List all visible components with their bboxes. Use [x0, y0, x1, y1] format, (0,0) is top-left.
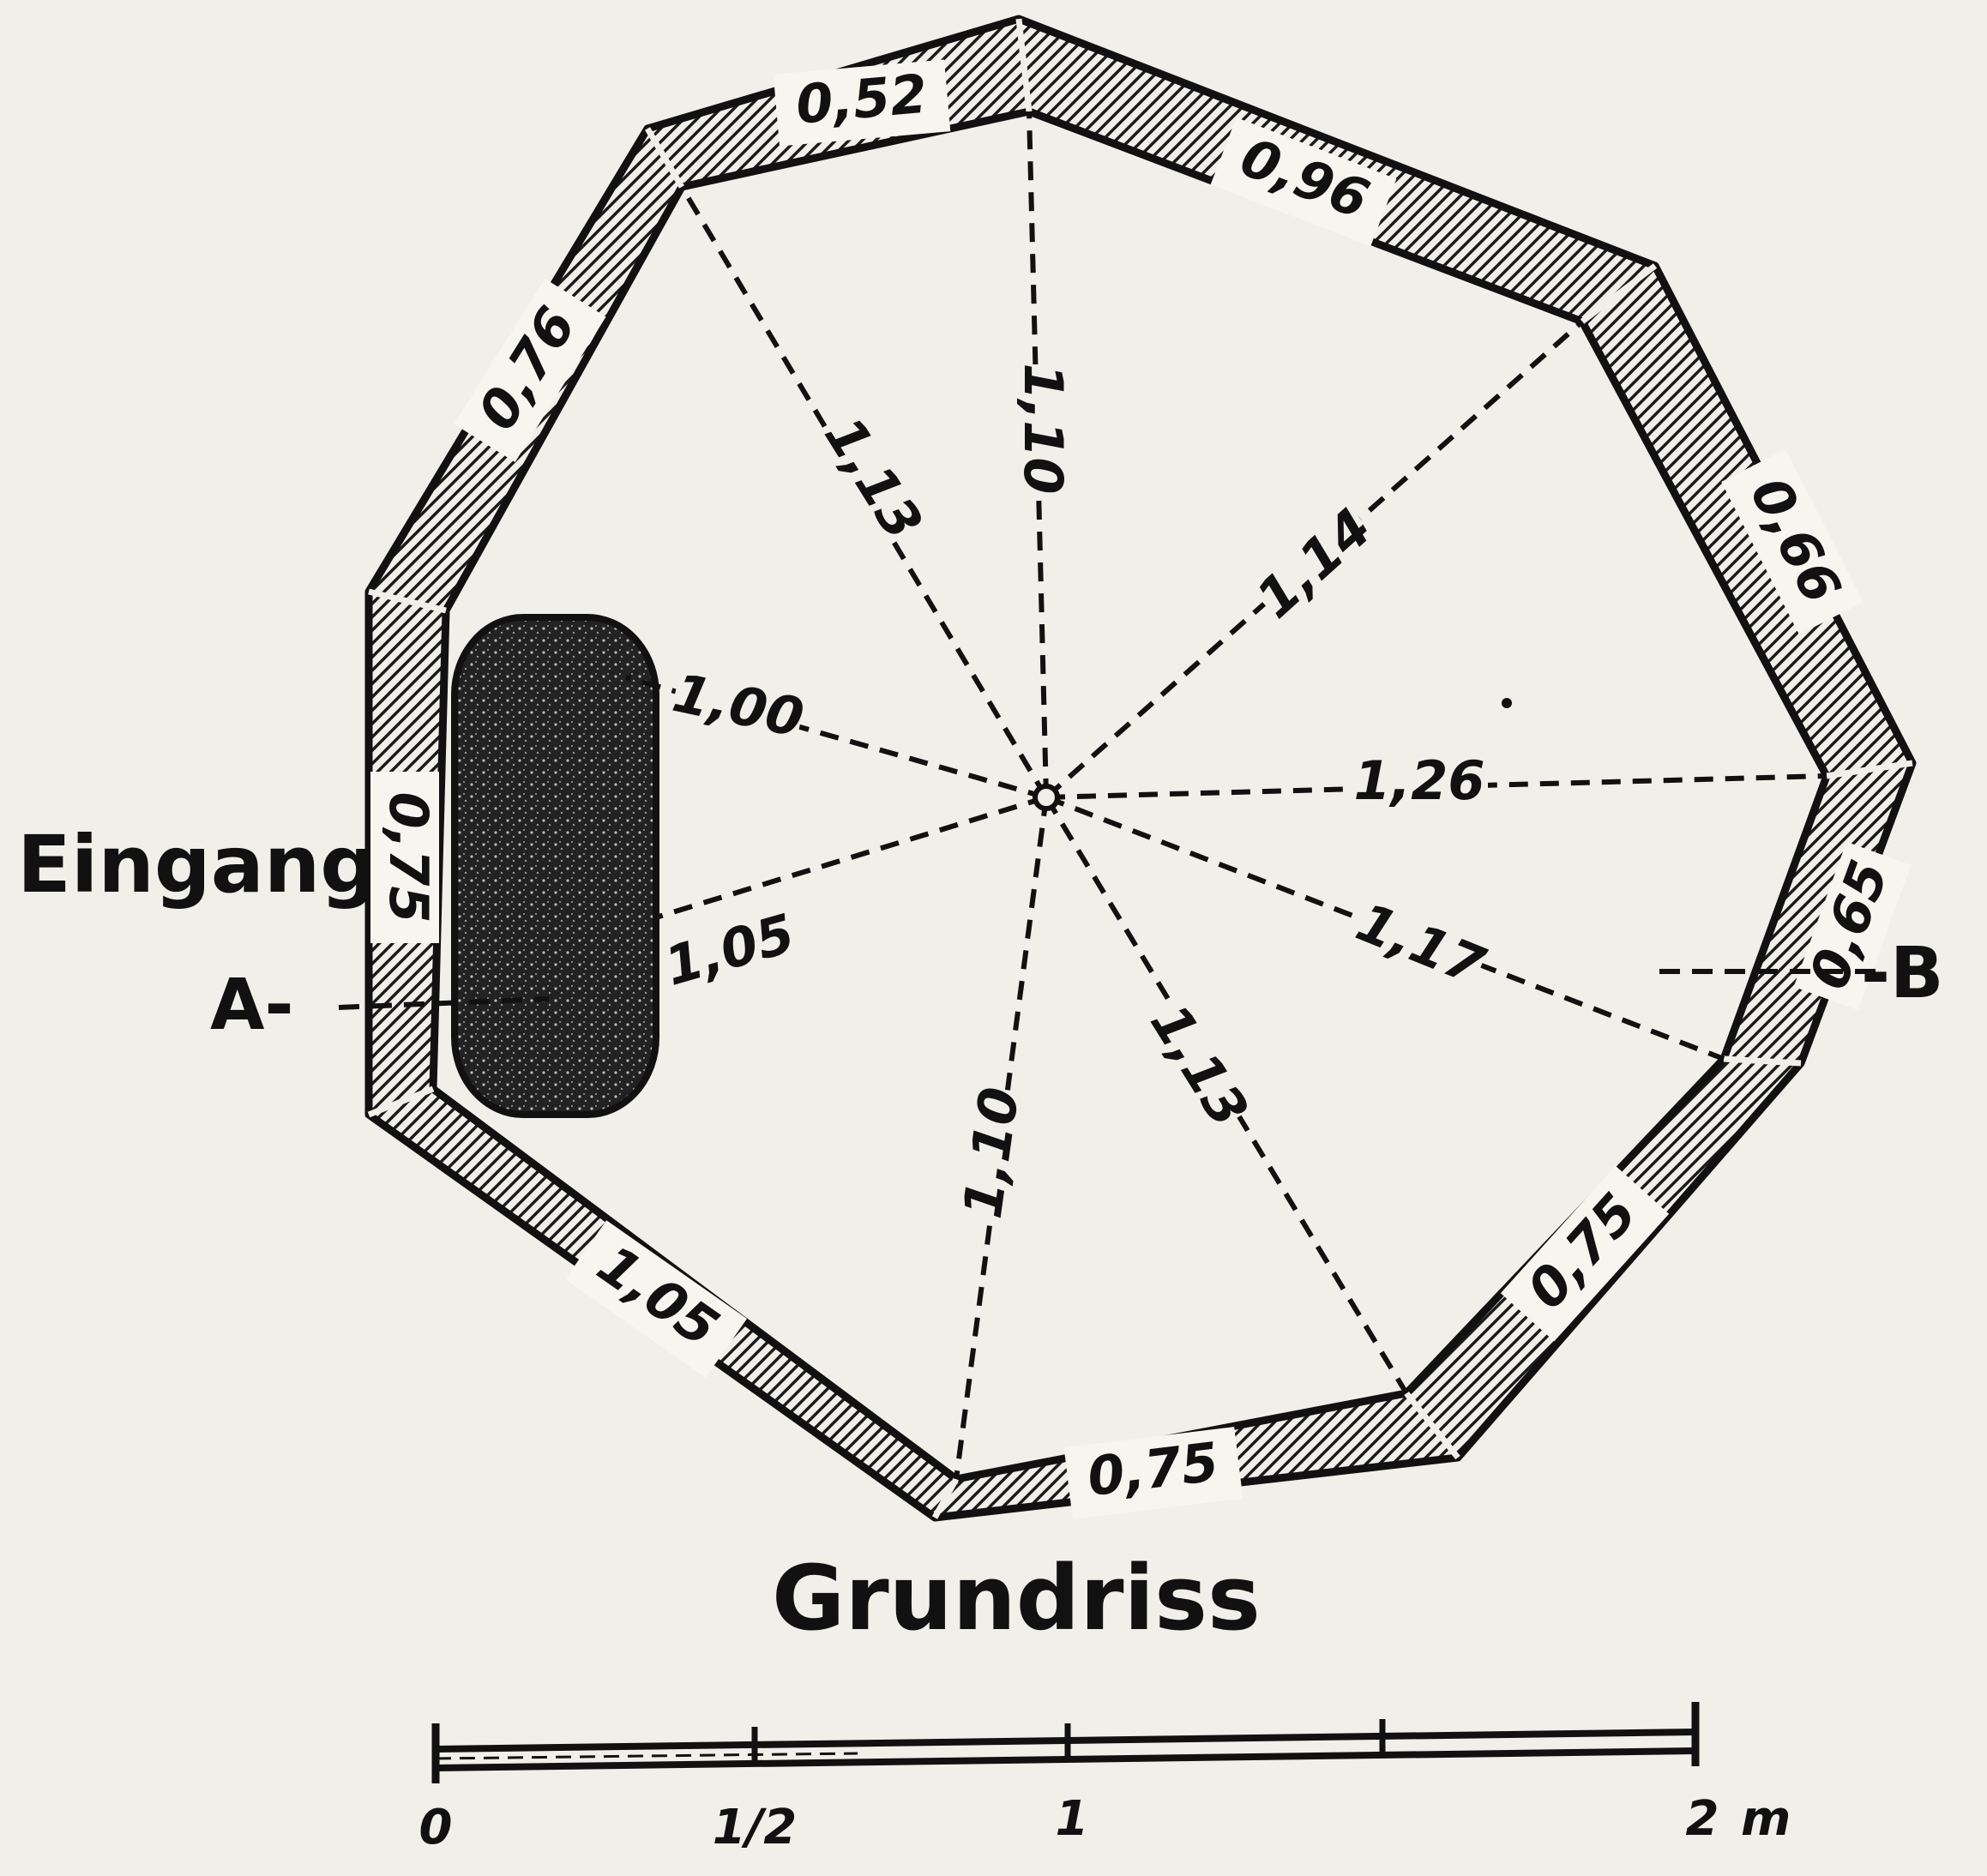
svg-text:1,10: 1,10	[1012, 364, 1075, 495]
svg-text:0,52: 0,52	[793, 63, 930, 136]
section-marker-a: A-	[210, 965, 294, 1046]
radial-line-sw	[655, 795, 1047, 920]
section-line	[338, 969, 1882, 1010]
scale-label-0: 0	[419, 1800, 453, 1855]
section-marker-b: -B	[1861, 933, 1944, 1014]
radial-line-e	[1045, 773, 1827, 800]
svg-text:1,13: 1,13	[812, 406, 935, 550]
radial-label-n: 1,10	[1010, 364, 1075, 495]
radial-label-se: 1,17	[1348, 890, 1494, 999]
wall-joints	[367, 18, 1913, 1519]
radial-label-nw: 1,13	[811, 406, 935, 550]
diagram-title: Grundriss	[772, 1546, 1261, 1651]
scale-bar: 0 1/2 1 2 m	[419, 1702, 1791, 1855]
svg-text:0,75: 0,75	[377, 792, 440, 923]
small-dot	[1502, 698, 1512, 708]
svg-text:1,17: 1,17	[1348, 890, 1494, 997]
svg-text:1,00: 1,00	[668, 661, 810, 749]
radial-line-w	[625, 675, 1047, 800]
wall-label-n: 0,52	[773, 59, 951, 147]
radial-label-sw: 1,05	[658, 902, 801, 1000]
scale-unit: m	[1741, 1791, 1791, 1847]
entrance-stone	[451, 614, 659, 1118]
scale-label-1: 1	[1056, 1791, 1089, 1847]
scale-label-half: 1/2	[713, 1800, 797, 1855]
radial-label-w: 1,00	[668, 661, 810, 751]
radial-label-e: 1,26	[1351, 749, 1488, 814]
wall-label-s: 0,75	[1063, 1427, 1243, 1519]
radial-label-ne: 1,14	[1244, 496, 1384, 631]
svg-text:1,26: 1,26	[1354, 749, 1485, 812]
svg-text:1,13: 1,13	[1138, 993, 1261, 1137]
radial-line-se	[1045, 795, 1725, 1061]
radial-label-s: 1,10	[951, 1084, 1033, 1223]
entrance-label: Eingang	[17, 819, 376, 911]
scale-label-2: 2	[1686, 1791, 1719, 1847]
svg-text:1,10: 1,10	[951, 1084, 1032, 1223]
center-point	[1033, 784, 1060, 811]
wall-label-w: 0,75	[370, 772, 440, 943]
